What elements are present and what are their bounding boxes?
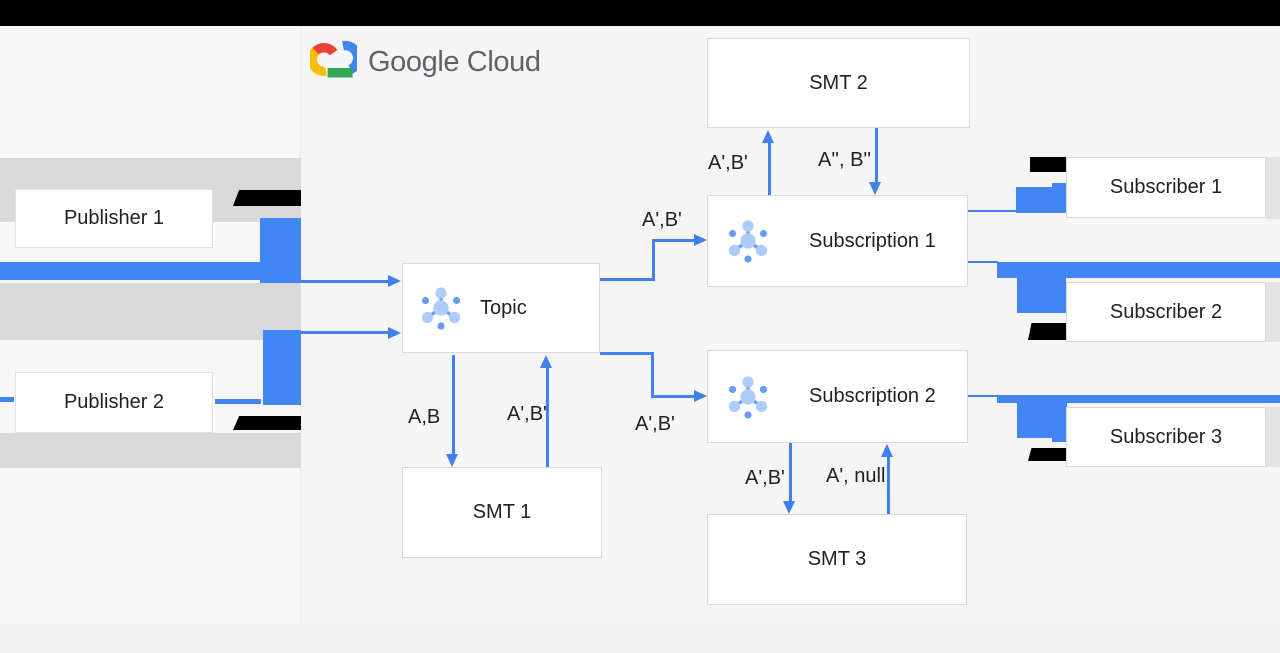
edge-label-topic-to-smt1: A,B xyxy=(408,406,441,428)
smt2-label: SMT 2 xyxy=(809,71,868,94)
google-cloud-logo-icon xyxy=(310,40,357,78)
smt3-node: SMT 3 xyxy=(707,514,967,605)
edge-label-smt1-to-topic: A',B' xyxy=(507,403,547,425)
subscription-1-node: Subscription 1 xyxy=(707,195,968,287)
subscriber-1-node: Subscriber 1 xyxy=(1066,157,1266,218)
magnified-arrow-fragment xyxy=(263,330,301,405)
arrowhead xyxy=(762,130,774,143)
gray-band xyxy=(0,283,301,340)
magnified-arrow-fragment xyxy=(260,218,301,283)
magnified-arrow-fragment xyxy=(1017,262,1066,313)
magnified-arrow-fragment xyxy=(997,262,1280,278)
edge-label-smt2-to-sub1: A'', B'' xyxy=(818,149,872,171)
arrow-smt1-to-topic xyxy=(546,368,549,467)
publisher-1-label: Publisher 1 xyxy=(63,207,165,229)
subscriber-2-label: Subscriber 2 xyxy=(1109,300,1223,323)
magnified-arrow-fragment xyxy=(0,397,14,402)
topic-node: Topic xyxy=(402,263,600,353)
arrow-topic-to-sub2 xyxy=(651,395,694,398)
pubsub-icon xyxy=(728,220,768,263)
smt2-node: SMT 2 xyxy=(707,38,970,128)
subscriber-3-label: Subscriber 3 xyxy=(1109,425,1223,448)
arrow-smt2-to-sub1 xyxy=(875,128,878,183)
smt1-node: SMT 1 xyxy=(402,467,602,558)
arrow-topic-to-sub1 xyxy=(652,239,655,281)
smt1-label: SMT 1 xyxy=(472,501,532,523)
bottom-strip xyxy=(0,624,1280,653)
arrowhead xyxy=(783,501,795,514)
pubsub-icon xyxy=(728,375,768,419)
magnified-arrow-fragment xyxy=(0,262,261,280)
arrow-topic-to-sub1 xyxy=(600,278,654,281)
topic-label: Topic xyxy=(480,296,527,319)
arrowhead xyxy=(694,234,707,246)
subscriber-3-node: Subscriber 3 xyxy=(1066,407,1266,467)
edge-label-sub2-to-smt3: A',B' xyxy=(745,467,785,489)
publisher-2-label: Publisher 2 xyxy=(63,391,165,413)
pubsub-icon xyxy=(421,287,461,330)
magnified-arrow-fragment xyxy=(1052,183,1066,188)
magnified-arrow-fragment xyxy=(215,399,261,404)
arrow-smt3-to-sub2 xyxy=(887,457,890,514)
subscription-2-node: Subscription 2 xyxy=(707,350,968,443)
arrowhead xyxy=(694,390,707,402)
redacted-label-bar xyxy=(1030,157,1066,172)
arrow-sub2-to-smt3 xyxy=(789,443,792,501)
arrowhead xyxy=(881,444,893,457)
subscription-1-label: Subscription 1 xyxy=(809,229,936,252)
magnified-arrow-fragment xyxy=(1052,438,1067,442)
arrowhead xyxy=(388,327,401,339)
arrow-topic-to-sub2 xyxy=(600,352,654,355)
arrowhead xyxy=(388,275,401,287)
publisher-1-node: Publisher 1 xyxy=(15,189,213,248)
subscription-2-label: Subscription 2 xyxy=(809,385,936,407)
arrowhead xyxy=(540,355,552,368)
edge-label-topic-to-sub2: A',B' xyxy=(635,413,675,435)
arrow-topic-to-sub1 xyxy=(652,239,694,242)
gray-band xyxy=(0,433,301,468)
subscriber-2-node: Subscriber 2 xyxy=(1066,282,1266,342)
subscriber-1-label: Subscriber 1 xyxy=(1109,176,1223,198)
edge-label-smt3-to-sub2: A', null xyxy=(826,465,886,487)
redacted-label-bar xyxy=(1028,323,1067,340)
google-cloud-logo: Google Cloud xyxy=(310,40,541,82)
smt3-label: SMT 3 xyxy=(807,548,867,570)
arrowhead xyxy=(446,454,458,467)
line-sub2-to-subscriber3 xyxy=(968,395,998,397)
edge-label-topic-to-sub1: A',B' xyxy=(642,209,682,231)
redacted-label-bar xyxy=(233,416,301,430)
magnified-arrow-fragment xyxy=(1016,187,1066,213)
edge-label-sub1-to-smt2: A',B' xyxy=(708,152,748,174)
top-black-bar xyxy=(0,0,1280,26)
google-cloud-logo-text: Google Cloud xyxy=(368,45,541,78)
redacted-label-bar xyxy=(1028,448,1067,461)
redacted-label-bar xyxy=(233,190,301,206)
publisher-2-node: Publisher 2 xyxy=(15,372,213,433)
gray-band-fragment xyxy=(1266,157,1280,219)
arrow-topic-to-smt1 xyxy=(452,355,455,454)
magnified-arrow-fragment xyxy=(997,395,1280,403)
gray-band-fragment xyxy=(1266,407,1280,467)
magnified-arrow-fragment xyxy=(1017,395,1067,438)
arrow-sub1-to-smt2 xyxy=(768,143,771,195)
arrowhead xyxy=(869,182,881,195)
line-sub1-to-subscriber2 xyxy=(968,261,998,263)
line-sub1-to-subscriber1 xyxy=(968,210,1017,212)
arrow-publisher2-to-topic xyxy=(301,331,389,334)
arrow-publisher1-to-topic xyxy=(301,280,389,283)
arrow-topic-to-sub2 xyxy=(651,352,654,398)
gray-band-fragment xyxy=(1266,282,1280,342)
